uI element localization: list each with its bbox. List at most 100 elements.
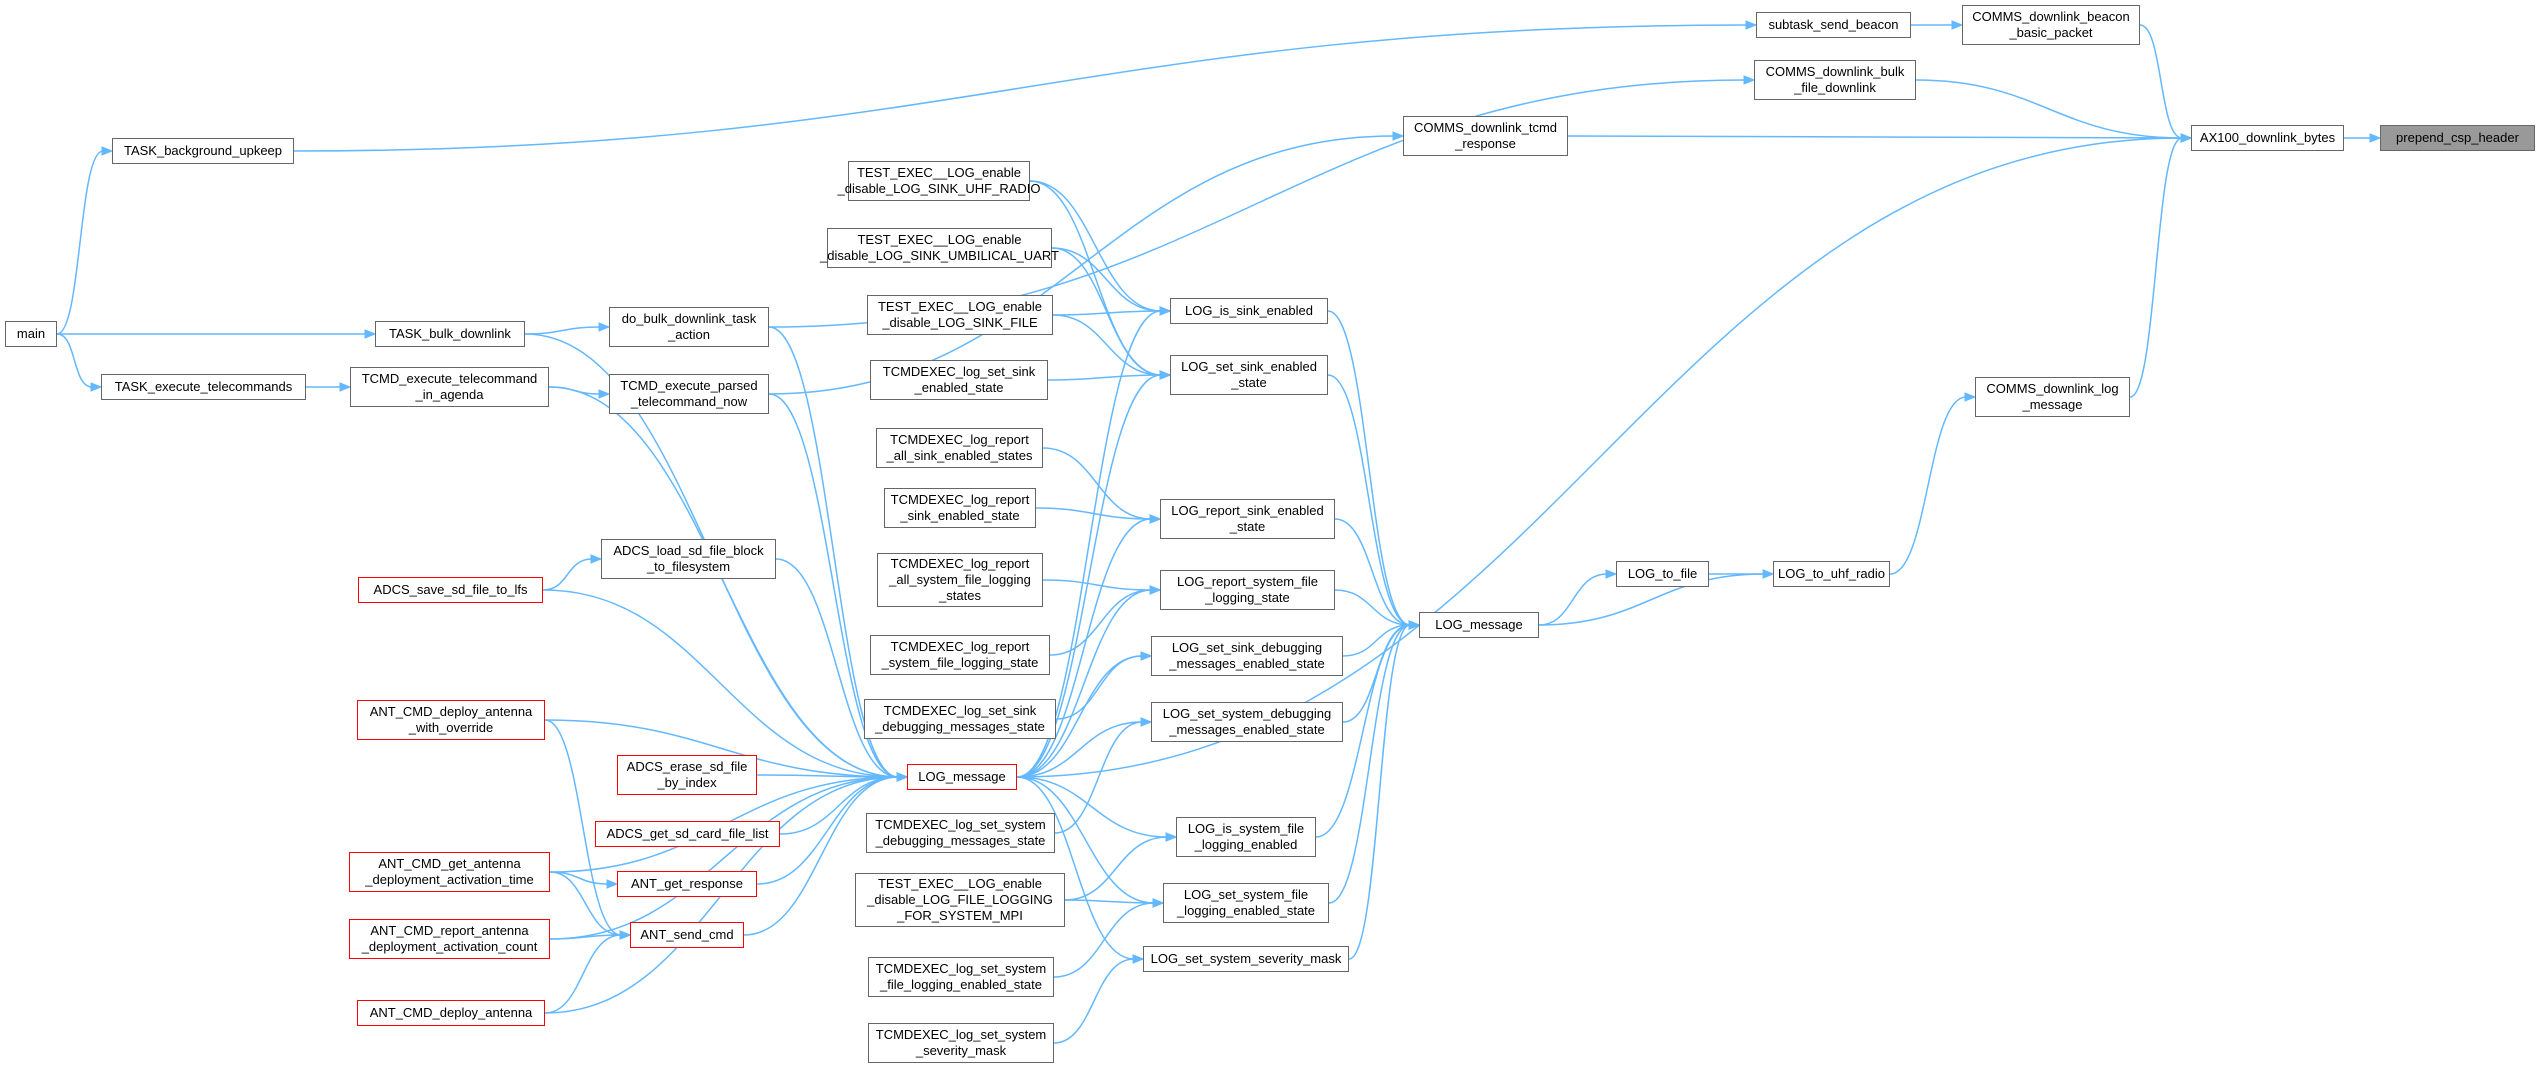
node-ant-count[interactable]: ANT_CMD_report_antenna_deployment_activa… bbox=[349, 919, 550, 959]
edge-te_uhf-to-issink bbox=[1029, 180, 1162, 312]
node-tc-setsysdbg[interactable]: TCMDEXEC_log_set_system_debugging_messag… bbox=[866, 813, 1055, 853]
node-label-line: _disable_LOG_SINK_FILE bbox=[882, 315, 1038, 330]
node-dobulk[interactable]: do_bulk_downlink_task_action bbox=[609, 307, 769, 347]
edge-ant_actime-to-ant_send bbox=[549, 871, 622, 936]
node-label-line: _system_file_logging_state bbox=[881, 655, 1039, 670]
node-tc-setsev[interactable]: TCMDEXEC_log_set_system_severity_mask bbox=[868, 1023, 1054, 1063]
node-issysfile[interactable]: LOG_is_system_file_logging_enabled bbox=[1176, 817, 1316, 857]
node-label-line: AX100_downlink_bytes bbox=[2199, 130, 2336, 145]
node-ax100[interactable]: AX100_downlink_bytes bbox=[2191, 125, 2344, 151]
node-setsysdbg[interactable]: LOG_set_system_debugging_messages_enable… bbox=[1151, 702, 1343, 742]
edge-logmsg-to-tofile bbox=[1538, 573, 1608, 626]
node-issink[interactable]: LOG_is_sink_enabled bbox=[1170, 298, 1328, 324]
node-subtask[interactable]: subtask_send_beacon bbox=[1756, 12, 1911, 38]
node-label-line: TCMDEXEC_log_report bbox=[890, 492, 1030, 507]
node-label-line: _logging_enabled_state bbox=[1176, 903, 1316, 918]
node-logmsg[interactable]: LOG_message bbox=[1419, 612, 1539, 638]
edge-dobulk-to-bulk bbox=[768, 79, 1746, 328]
node-ant-override[interactable]: ANT_CMD_deploy_antenna_with_override bbox=[357, 700, 545, 740]
edge-arrowhead bbox=[1762, 569, 1775, 579]
node-setsysfile[interactable]: LOG_set_system_file_logging_enabled_stat… bbox=[1163, 883, 1329, 923]
node-beacon[interactable]: COMMS_downlink_beacon_basic_packet bbox=[1962, 5, 2140, 45]
node-te-uhf[interactable]: TEST_EXEC__LOG_enable_disable_LOG_SINK_U… bbox=[837, 161, 1041, 201]
node-setsink[interactable]: LOG_set_sink_enabled_state bbox=[1170, 355, 1328, 395]
node-label-line: COMMS_downlink_tcmd bbox=[1413, 120, 1558, 135]
node-tofile[interactable]: LOG_to_file bbox=[1616, 561, 1709, 587]
node-label-line: LOG_set_system_file bbox=[1183, 887, 1309, 902]
node-prepend[interactable]: prepend_csp_header bbox=[2380, 125, 2535, 151]
node-label-line: LOG_to_file bbox=[1627, 566, 1698, 581]
edge-arrowhead bbox=[339, 382, 352, 392]
node-te-umb[interactable]: TEST_EXEC__LOG_enable_disable_LOG_SINK_U… bbox=[820, 228, 1059, 268]
node-uhf[interactable]: LOG_to_uhf_radio bbox=[1773, 561, 1890, 587]
node-bulk[interactable]: COMMS_downlink_bulk_file_downlink bbox=[1754, 60, 1916, 100]
node-repsys[interactable]: LOG_report_system_file_logging_state bbox=[1160, 570, 1335, 610]
node-adcs-list[interactable]: ADCS_get_sd_card_file_list bbox=[595, 821, 780, 847]
node-taskexec[interactable]: TASK_execute_telecommands bbox=[101, 374, 306, 400]
node-label-line: _in_agenda bbox=[415, 387, 484, 402]
node-te-file[interactable]: TEST_EXEC__LOG_enable_disable_LOG_SINK_F… bbox=[867, 295, 1053, 335]
node-label-line: LOG_message bbox=[1435, 617, 1523, 632]
node-tcmdresp[interactable]: COMMS_downlink_tcmd_response bbox=[1403, 116, 1568, 156]
node-ant-getresp[interactable]: ANT_get_response bbox=[617, 871, 757, 897]
edge-arrowhead bbox=[1159, 306, 1172, 316]
node-label-line: ADCS_erase_sd_file bbox=[626, 759, 748, 774]
node-label-line: _action bbox=[668, 327, 710, 342]
node-commslog[interactable]: COMMS_downlink_log_message bbox=[1975, 377, 2130, 417]
node-label-line: _file_logging_enabled_state bbox=[880, 977, 1042, 992]
node-logmsg-red[interactable]: LOG_message bbox=[907, 764, 1017, 790]
node-main[interactable]: main bbox=[5, 321, 57, 347]
edge-arrowhead bbox=[1165, 832, 1178, 842]
node-tc-setsysfile[interactable]: TCMDEXEC_log_set_system_file_logging_ena… bbox=[868, 957, 1054, 997]
node-taskbulk[interactable]: TASK_bulk_downlink bbox=[375, 321, 525, 347]
node-adcs-erase[interactable]: ADCS_erase_sd_file_by_index bbox=[617, 755, 757, 795]
edge-arrowhead bbox=[2180, 133, 2193, 143]
node-label-line: _states bbox=[939, 588, 981, 603]
node-label-line: ADCS_get_sd_card_file_list bbox=[606, 826, 769, 841]
node-label-line: TCMD_execute_parsed bbox=[620, 378, 758, 393]
node-tc-setsinkdbg[interactable]: TCMDEXEC_log_set_sink_debugging_messages… bbox=[864, 699, 1056, 739]
edge-arrowhead bbox=[1159, 370, 1172, 380]
edge-tc_repsys-to-repsys bbox=[1049, 589, 1152, 656]
node-adcs-load[interactable]: ADCS_load_sd_file_block_to_filesystem bbox=[601, 539, 776, 579]
edge-arrowhead bbox=[1951, 20, 1964, 30]
node-ant-deploy[interactable]: ANT_CMD_deploy_antenna bbox=[357, 1000, 545, 1026]
edge-tc_setsink-to-setsink bbox=[1047, 374, 1162, 381]
edge-arrowhead bbox=[1152, 898, 1165, 908]
node-label-line: _deployment_activation_count bbox=[361, 939, 538, 954]
node-label-line: TCMDEXEC_log_set_sink bbox=[882, 364, 1036, 379]
node-tc-repall[interactable]: TCMDEXEC_log_report_all_sink_enabled_sta… bbox=[876, 428, 1043, 468]
node-tc-setsink[interactable]: TCMDEXEC_log_set_sink_enabled_state bbox=[870, 360, 1048, 400]
node-ant-send[interactable]: ANT_send_cmd bbox=[630, 922, 744, 948]
edge-tc_setsysdbg-to-setsysdbg bbox=[1054, 721, 1143, 834]
edge-bulk-to-ax100 bbox=[1915, 79, 2183, 139]
node-label-line: TEST_EXEC__LOG_enable bbox=[877, 876, 1043, 891]
node-label-line: TCMDEXEC_log_report bbox=[890, 639, 1030, 654]
node-tc-repsink[interactable]: TCMDEXEC_log_report_sink_enabled_state bbox=[884, 488, 1036, 528]
node-te-mpi[interactable]: TEST_EXEC__LOG_enable_disable_LOG_FILE_L… bbox=[855, 873, 1065, 927]
node-tc-repallsys[interactable]: TCMDEXEC_log_report_all_system_file_logg… bbox=[877, 553, 1043, 607]
node-label-line: COMMS_downlink_beacon bbox=[1972, 9, 2130, 24]
node-adcs-save[interactable]: ADCS_save_sd_file_to_lfs bbox=[358, 577, 543, 603]
node-label-line: _logging_enabled bbox=[1194, 837, 1298, 852]
node-tc-repsys[interactable]: TCMDEXEC_log_report_system_file_logging_… bbox=[870, 635, 1050, 675]
node-ant-actime[interactable]: ANT_CMD_get_antenna_deployment_activatio… bbox=[349, 852, 550, 892]
node-label-line: ANT_CMD_report_antenna bbox=[370, 923, 529, 938]
node-label-line: _by_index bbox=[657, 775, 717, 790]
edge-logmsg_red-to-issysfile bbox=[1016, 776, 1168, 838]
node-tcmdagenda[interactable]: TCMD_execute_telecommand_in_agenda bbox=[350, 367, 549, 407]
node-label-line: ANT_CMD_deploy_antenna bbox=[369, 704, 533, 719]
node-setsinkdbg[interactable]: LOG_set_sink_debugging_messages_enabled_… bbox=[1151, 636, 1343, 676]
node-setsev[interactable]: LOG_set_system_severity_mask bbox=[1143, 946, 1349, 972]
edge-te_file-to-setsink bbox=[1052, 314, 1162, 376]
node-label-line: LOG_report_system_file bbox=[1177, 574, 1318, 589]
node-repsink[interactable]: LOG_report_sink_enabled_state bbox=[1160, 499, 1335, 539]
edge-ant_count-to-logmsg_red bbox=[549, 776, 899, 940]
edge-tcmdparsed-to-logmsg_red bbox=[768, 393, 899, 778]
edge-logmsg_red-to-repsink bbox=[1016, 518, 1152, 778]
edge-arrowhead bbox=[606, 879, 619, 889]
edge-arrowhead bbox=[1140, 717, 1153, 727]
node-tcmdparsed[interactable]: TCMD_execute_parsed_telecommand_now bbox=[609, 374, 769, 414]
node-label-line: TCMDEXEC_log_set_system bbox=[875, 1027, 1047, 1042]
node-bgup[interactable]: TASK_background_upkeep bbox=[112, 138, 294, 164]
